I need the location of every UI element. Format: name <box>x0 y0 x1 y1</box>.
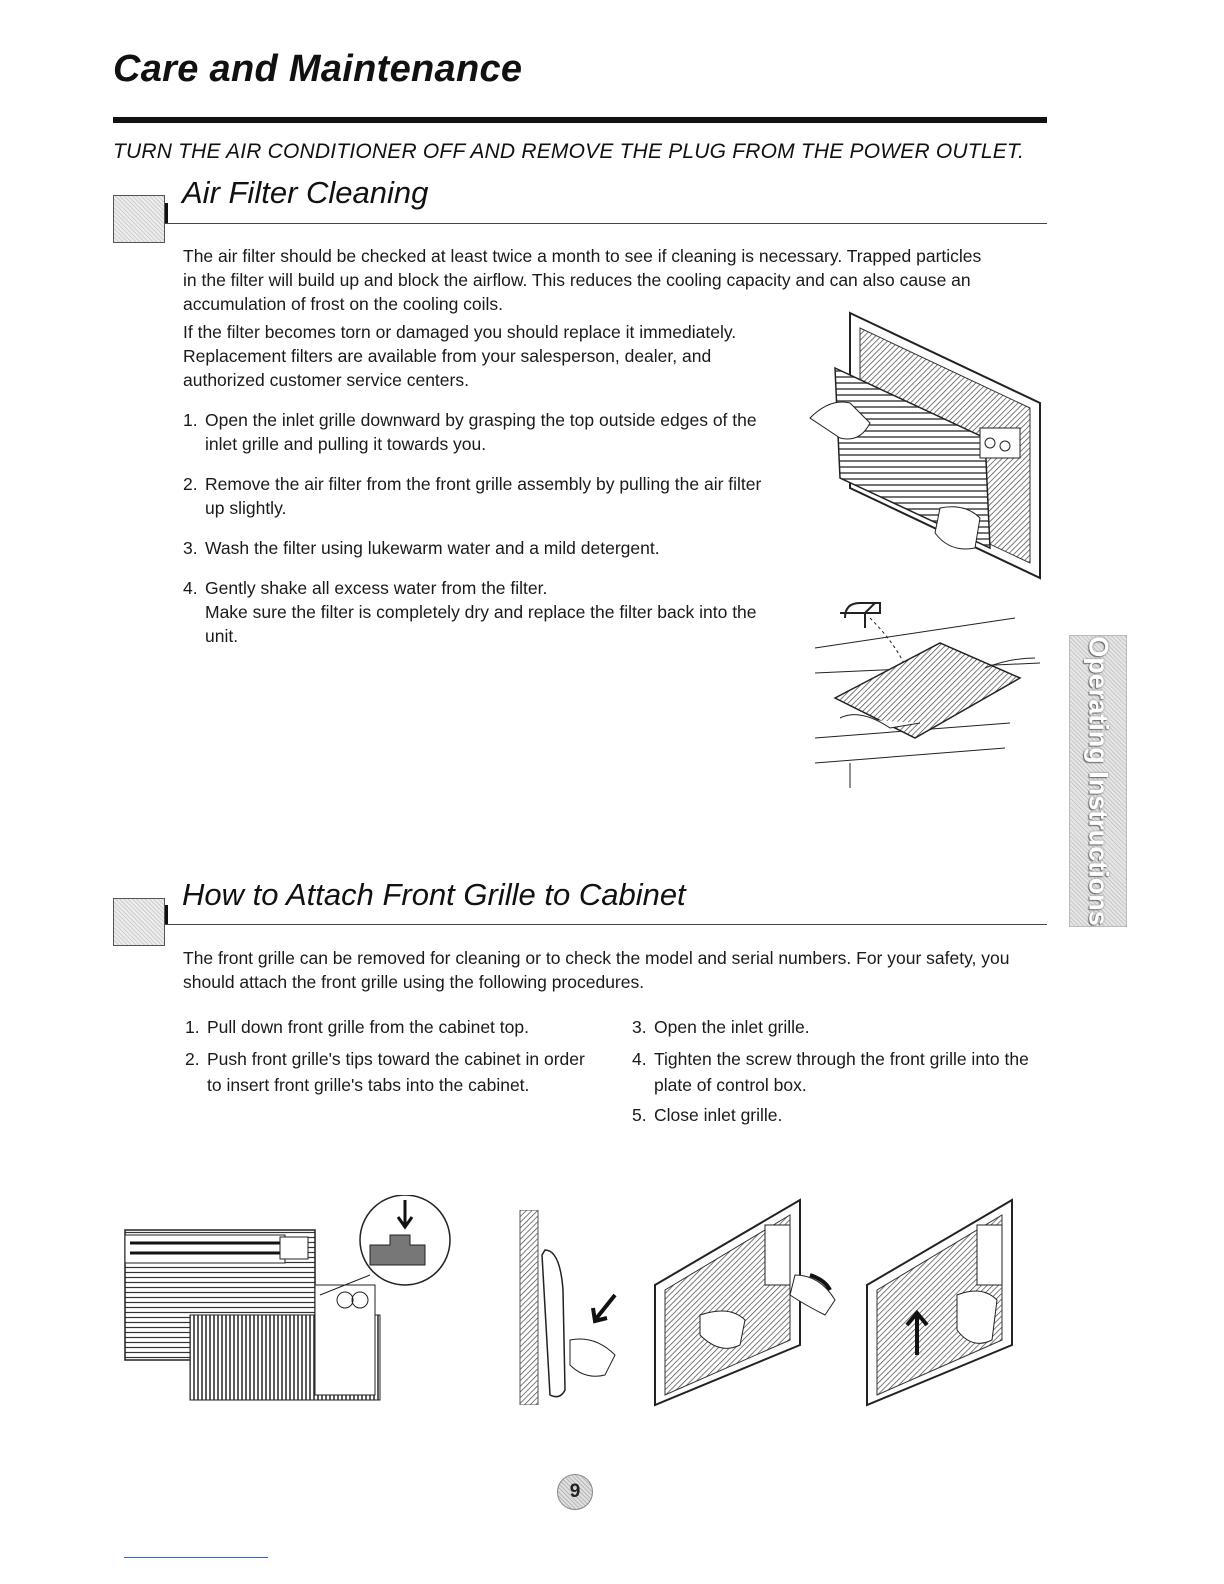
section-rule <box>165 223 1047 224</box>
list-item: 2. Remove the air filter from the front … <box>183 472 773 520</box>
intro-text: The air filter should be checked at leas… <box>183 246 982 314</box>
section-title-air-filter: Air Filter Cleaning <box>182 175 429 210</box>
side-tab-operating-instructions: Operating Instructions <box>1069 635 1127 927</box>
illustration-tighten-screw <box>654 1198 836 1407</box>
section-tick <box>165 905 168 925</box>
list-item: 1. Pull down front grille from the cabin… <box>185 1014 595 1040</box>
step-text: Tighten the screw through the front gril… <box>654 1049 1029 1095</box>
step-text: Remove the air filter from the front gri… <box>205 474 762 518</box>
step-extra-text: Make sure the filter is completely dry a… <box>205 602 757 646</box>
step-text: Open the inlet grille downward by graspi… <box>205 410 757 454</box>
intro-text: The front grille can be removed for clea… <box>183 948 1010 992</box>
step-text: Push front grille's tips toward the cabi… <box>207 1049 585 1095</box>
bottom-rule <box>124 1557 268 1558</box>
illustration-cabinet-top <box>124 1195 451 1401</box>
air-filter-steps: 1. Open the inlet grille downward by gra… <box>183 408 773 648</box>
air-filter-intro: The air filter should be checked at leas… <box>183 244 983 316</box>
step-number: 4. <box>632 1049 647 1069</box>
list-item: 4. Tighten the screw through the front g… <box>632 1046 1047 1098</box>
front-grille-steps-right: 3. Open the inlet grille. 4. Tighten the… <box>632 1014 1047 1128</box>
list-item: 4. Gently shake all excess water from th… <box>183 576 773 648</box>
page-number-badge: 9 <box>557 1474 593 1510</box>
replace-filter-note: If the filter becomes torn or damaged yo… <box>183 320 758 392</box>
side-tab-label: Operating Instructions <box>1083 636 1114 926</box>
list-item: 5. Close inlet grille. <box>632 1102 1047 1128</box>
list-item: 3. Wash the filter using lukewarm water … <box>183 536 773 560</box>
illustration-close-inlet-grille <box>866 1198 1013 1407</box>
step-text: Close inlet grille. <box>654 1105 783 1125</box>
section-icon <box>113 195 165 243</box>
step-text: Gently shake all excess water from the f… <box>205 578 548 598</box>
replace-text: If the filter becomes torn or damaged yo… <box>183 322 737 390</box>
title-rule <box>113 117 1047 123</box>
illustration-wash-filter <box>814 602 1041 788</box>
section-rule <box>165 924 1047 925</box>
step-number: 1. <box>183 410 198 430</box>
illustration-open-inlet-grille <box>809 311 1041 580</box>
section-title-front-grille: How to Attach Front Grille to Cabinet <box>182 877 686 912</box>
step-number: 4. <box>183 578 198 598</box>
step-text: Open the inlet grille. <box>654 1017 810 1037</box>
list-item: 2. Push front grille's tips toward the c… <box>185 1046 595 1098</box>
step-number: 1. <box>185 1017 200 1037</box>
front-grille-intro: The front grille can be removed for clea… <box>183 946 1013 994</box>
step-number: 2. <box>185 1049 200 1069</box>
illustration-insert-tabs <box>519 1210 617 1405</box>
section-tick <box>165 203 168 223</box>
page-number: 9 <box>569 1481 581 1502</box>
section-icon <box>113 898 165 946</box>
safety-warning: TURN THE AIR CONDITIONER OFF AND REMOVE … <box>113 140 1025 163</box>
step-number: 3. <box>632 1017 647 1037</box>
page-title: Care and Maintenance <box>113 48 523 90</box>
list-item: 1. Open the inlet grille downward by gra… <box>183 408 773 456</box>
step-number: 5. <box>632 1105 647 1125</box>
step-number: 2. <box>183 474 198 494</box>
list-item: 3. Open the inlet grille. <box>632 1014 1047 1040</box>
step-text: Wash the filter using lukewarm water and… <box>205 538 660 558</box>
step-number: 3. <box>183 538 198 558</box>
step-text: Pull down front grille from the cabinet … <box>207 1017 529 1037</box>
front-grille-steps-left: 1. Pull down front grille from the cabin… <box>185 1014 595 1098</box>
